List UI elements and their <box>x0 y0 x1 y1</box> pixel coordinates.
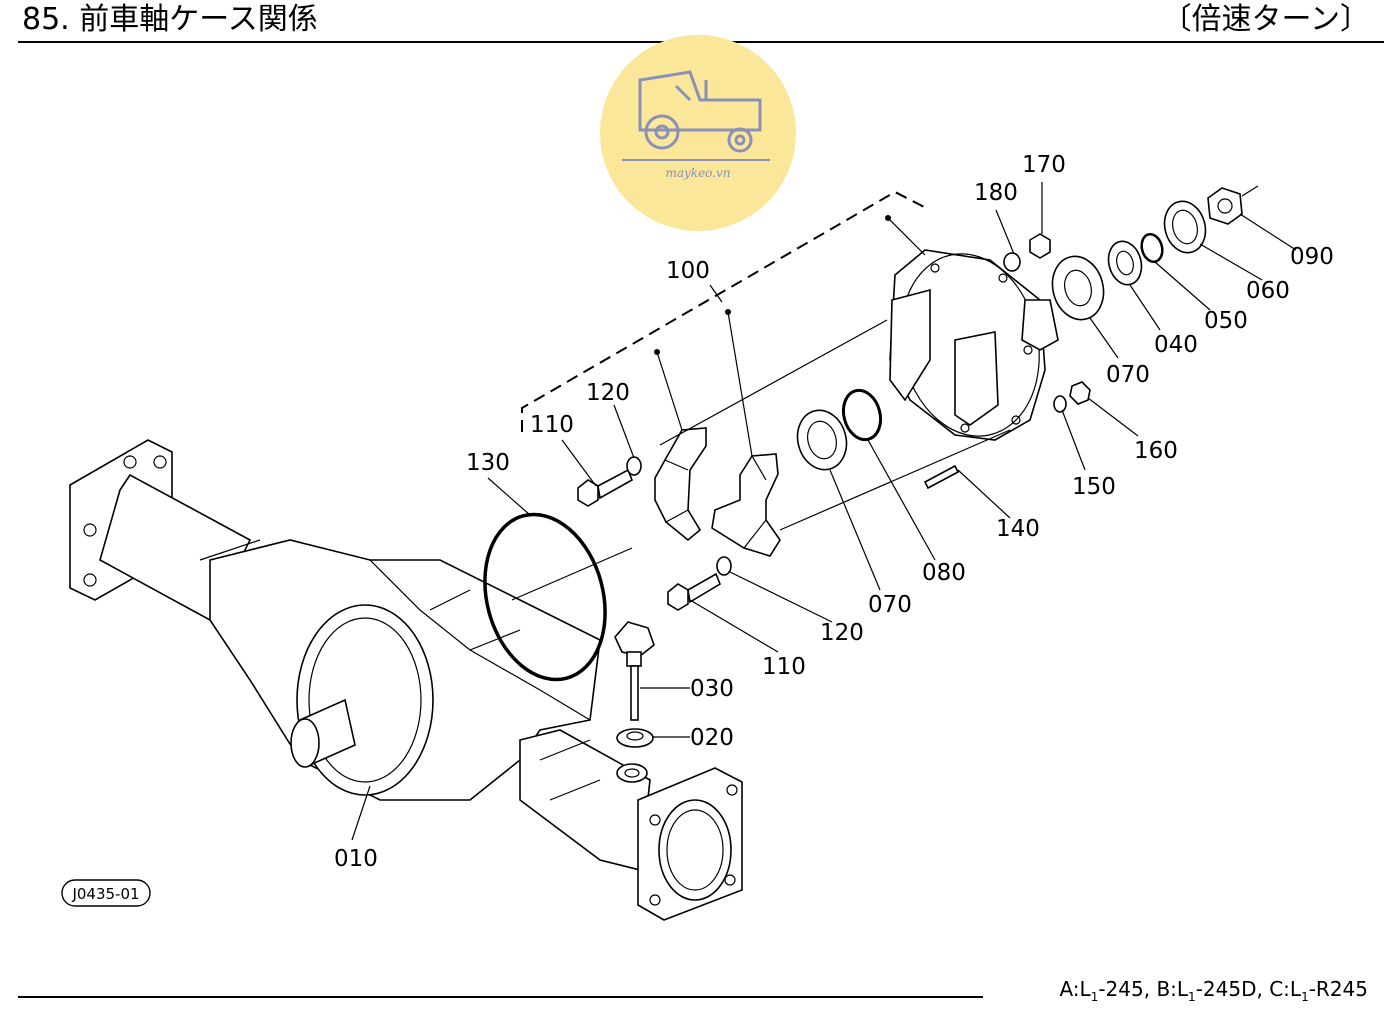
axle-case-010 <box>69 439 743 921</box>
label-070-outer: 070 <box>1106 362 1150 388</box>
oil-seal-060 <box>1163 200 1263 281</box>
gear-case-housing <box>659 215 1059 531</box>
washer-120-upper <box>613 404 642 476</box>
nut-090 <box>1207 185 1297 251</box>
label-080: 080 <box>922 560 966 586</box>
o-ring-050 <box>1140 232 1211 311</box>
diagram-code: J0435-01 <box>71 885 139 903</box>
washer-150 <box>1053 395 1086 471</box>
washer-120-lower <box>716 556 833 623</box>
o-ring-080 <box>841 388 936 561</box>
label-130: 130 <box>466 450 510 476</box>
label-090: 090 <box>1290 244 1334 270</box>
watermark-logo: maykeo.vn <box>600 35 796 231</box>
label-120-upper: 120 <box>586 380 630 406</box>
label-150: 150 <box>1072 474 1116 500</box>
model-c: C:L1-R245 <box>1269 977 1368 1004</box>
stud-140 <box>923 464 1011 519</box>
label-110-lower: 110 <box>762 654 806 680</box>
bolt-110-upper <box>561 439 634 507</box>
bearing-cap-right <box>711 309 781 557</box>
model-list: A:L1-245, B:L1-245D, C:L1-R245 <box>1059 977 1368 1004</box>
tractor-icon <box>622 70 770 161</box>
label-050: 050 <box>1204 308 1248 334</box>
label-180: 180 <box>974 180 1018 206</box>
label-040: 040 <box>1154 332 1198 358</box>
plug-170 <box>1029 182 1051 259</box>
assembly-bracket-100 <box>521 190 929 432</box>
label-070-inner: 070 <box>868 592 912 618</box>
label-140: 140 <box>996 516 1040 542</box>
model-b: B:L1-245D <box>1156 977 1257 1004</box>
washer-020 <box>616 728 690 748</box>
bearing-070-outer <box>1051 255 1119 359</box>
label-120-lower: 120 <box>820 620 864 646</box>
footer-rule <box>18 996 983 998</box>
label-060: 060 <box>1246 278 1290 304</box>
label-020: 020 <box>690 725 734 751</box>
variant-label: 〔倍速ターン〕 <box>1161 2 1371 37</box>
nut-160 <box>1069 381 1139 437</box>
o-ring-130 <box>483 512 633 682</box>
page-title: 85. 前車軸ケース関係 <box>22 2 318 37</box>
label-170: 170 <box>1022 152 1066 178</box>
label-160: 160 <box>1134 438 1178 464</box>
watermark-text: maykeo.vn <box>665 166 730 180</box>
bearing-070-inner <box>796 409 881 591</box>
model-a: A:L1-245 <box>1059 977 1144 1004</box>
breather-plug-030 <box>614 621 690 721</box>
bolt-110-lower <box>667 572 779 653</box>
label-100: 100 <box>666 258 710 284</box>
label-010: 010 <box>334 846 378 872</box>
label-110-upper: 110 <box>530 412 574 438</box>
washer-180 <box>995 209 1021 272</box>
diagram-code-badge: J0435-01 <box>61 879 151 907</box>
label-030: 030 <box>690 676 734 702</box>
oil-seal-040 <box>1107 240 1161 331</box>
